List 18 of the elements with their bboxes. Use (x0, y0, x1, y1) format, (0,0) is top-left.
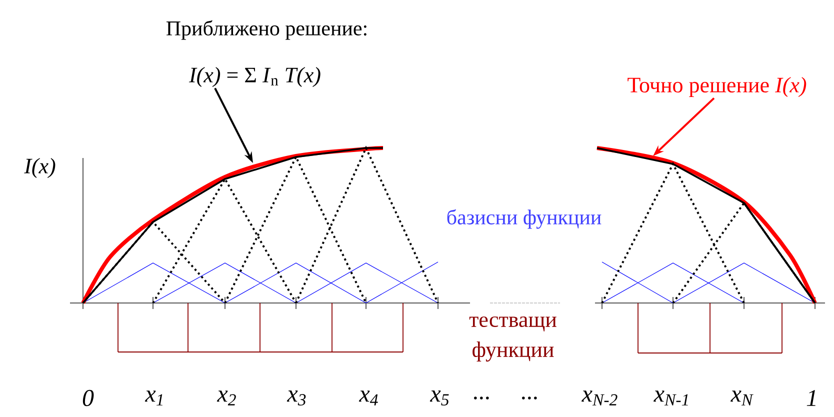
basis-label: базисни функции (447, 209, 602, 229)
tick-label: x$_{N-1}$ (654, 390, 688, 406)
tick-label: x$_{N-2}$ (582, 390, 618, 406)
tick-label: x$_{4}$ (358, 390, 378, 406)
formula-label: I(x) = Σ I$_{n}$ T(x) (188, 67, 320, 87)
tick-label: 0 (82, 390, 94, 406)
tick-label: x$_{1}$ (144, 390, 162, 406)
tick-label: 1 (806, 390, 816, 406)
tick-label: x$_{3}$ (286, 390, 306, 406)
heading-label: Приближено решение: (166, 20, 366, 40)
formula-label: Точно решение I(x) (628, 77, 806, 97)
axis-label: I(x) (24, 158, 56, 178)
tick-label: ... (522, 396, 537, 400)
tick-label: x$_{5}$ (430, 390, 449, 406)
tick-label: x$_{N}$ (730, 390, 754, 406)
test-label: тестващи функции (469, 316, 556, 362)
tick-label: x$_{2}$ (216, 390, 236, 406)
tick-label: ... (474, 396, 489, 400)
